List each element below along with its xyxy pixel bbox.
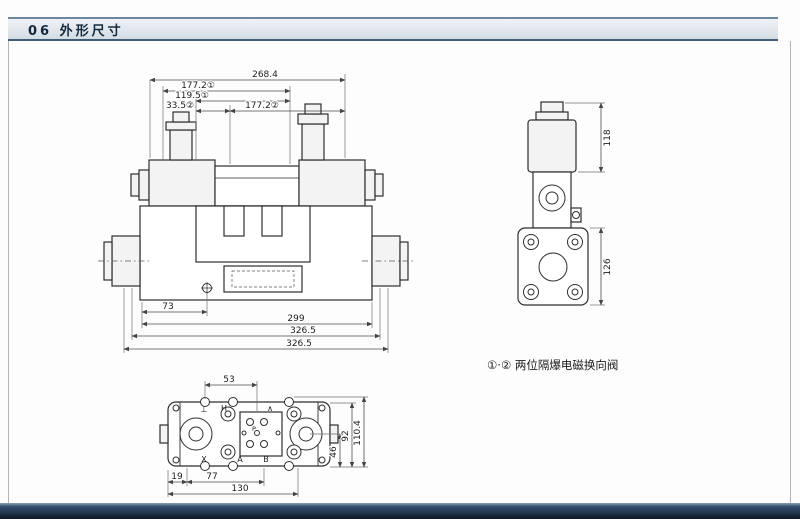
port-label-a: A (237, 455, 243, 464)
dim-label-326-a: 326.5 (290, 326, 316, 336)
drain-port-mark (201, 282, 213, 294)
left-solenoid-coil (148, 159, 216, 207)
dim-label-73: 73 (162, 302, 173, 312)
section-title: 06 外形尺寸 (28, 23, 124, 39)
dim-label-33: 33.5② (166, 101, 194, 111)
top-view-body (159, 397, 339, 471)
top-left-tab (159, 424, 169, 444)
right-end-nut (364, 169, 376, 201)
top-view-dimension-lines (167, 382, 367, 497)
dim-label-177-left: 177.2① (181, 81, 215, 91)
page-frame-right (790, 41, 791, 503)
side-port-inner (545, 191, 559, 205)
port-label-top-2: H (221, 404, 227, 413)
dim-label-118: 118 (603, 129, 613, 146)
pilot-valve-body (214, 165, 300, 207)
front-view-main-body (98, 205, 414, 301)
left-end-nut (138, 169, 150, 201)
dim-label-53: 53 (223, 375, 234, 385)
side-coil (527, 119, 577, 173)
dim-label-46: 46 (329, 446, 339, 458)
section-header-bar: 06 外形尺寸 (8, 17, 778, 41)
center-port-block (239, 411, 283, 457)
center-port-hole (538, 252, 568, 282)
dim-label-299: 299 (287, 314, 304, 324)
front-view-dimension-lines (123, 77, 389, 352)
side-view-body (517, 101, 589, 306)
dim-label-126: 126 (603, 258, 613, 275)
right-terminal-cap (297, 103, 329, 161)
side-top-flange (535, 111, 569, 121)
right-notch (261, 205, 283, 237)
port-label-b: B (263, 455, 269, 464)
dim-label-268: 268.4 (252, 70, 278, 80)
left-end-plug (130, 173, 140, 197)
dim-label-92: 92 (341, 430, 351, 441)
page-frame-left (8, 41, 9, 503)
front-view: 268.4 177.2① 119.5① 33.5② 177.2② 73 299 … (98, 69, 414, 353)
dim-label-77: 77 (206, 472, 217, 482)
dim-label-130: 130 (231, 484, 248, 494)
right-solenoid-coil (298, 159, 366, 207)
nameplate (223, 265, 303, 293)
left-terminal-cap (165, 111, 197, 161)
dim-label-119: 119.5① (175, 91, 209, 101)
right-end-plug (374, 173, 384, 197)
side-view: 118 126 (517, 101, 614, 306)
dim-label-19: 19 (171, 472, 183, 482)
port-label-top-3: ∧ (267, 404, 273, 413)
top-view: ⊥ H ∧ X A B P (159, 374, 368, 497)
center-raised-block (195, 205, 311, 263)
dim-label-177-right: 177.2② (245, 101, 279, 111)
port-label-p: P (252, 425, 256, 433)
nameplate-hidden-line (231, 270, 295, 288)
side-top-nut (540, 101, 564, 113)
page-footer-bar (0, 503, 800, 519)
port-label-x: X (201, 455, 207, 464)
dim-label-110: 110.4 (353, 420, 363, 446)
side-boss-hole (572, 211, 580, 219)
port-label-top-1: ⊥ (201, 405, 208, 414)
dim-label-326-b: 326.5 (286, 339, 312, 349)
left-notch (223, 205, 245, 237)
legend-note: ①·② 两位隔爆电磁换向阀 (487, 358, 618, 372)
